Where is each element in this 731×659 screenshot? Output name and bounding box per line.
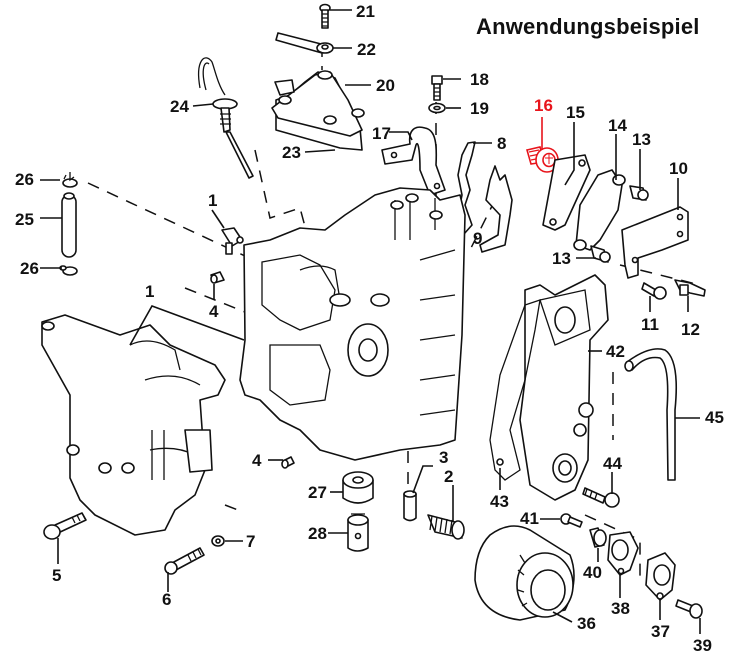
crankcase-main[interactable] [239,187,466,461]
part-17-bracket[interactable] [381,126,446,196]
callout-23[interactable]: 23 [282,143,301,162]
callout-26-bottom[interactable]: 26 [20,259,39,278]
part-27-collar[interactable] [342,471,374,504]
callout-4-upper[interactable]: 4 [209,302,219,321]
callout-1-upper[interactable]: 1 [208,191,217,210]
page-title: Anwendungsbeispiel [476,14,700,39]
part-43-gasket[interactable] [489,299,541,481]
part-20-cover[interactable] [271,70,365,151]
part-7-washer[interactable] [211,535,225,547]
part-24-dipstick[interactable] [198,57,254,179]
callout-41[interactable]: 41 [520,509,539,528]
part-4-dowel-upper[interactable] [210,271,225,284]
part-19-washer[interactable] [428,102,446,114]
callout-37[interactable]: 37 [651,622,670,641]
part-21-screw[interactable] [319,3,331,29]
callout-21[interactable]: 21 [356,2,375,21]
part-26-clip-bottom[interactable] [59,265,78,276]
callout-36[interactable]: 36 [577,614,596,633]
callout-2[interactable]: 2 [444,467,453,486]
callout-10[interactable]: 10 [669,159,688,178]
part-22-washer-bar[interactable] [275,32,334,54]
callout-8[interactable]: 8 [497,134,506,153]
part-14-mount[interactable] [573,169,626,251]
callout-39[interactable]: 39 [693,636,712,655]
callout-42[interactable]: 42 [606,342,625,361]
callout-22[interactable]: 22 [357,40,376,59]
part-39-bolt[interactable] [675,599,703,619]
callout-43[interactable]: 43 [490,492,509,511]
callout-26-top[interactable]: 26 [15,170,34,189]
callout-18[interactable]: 18 [470,70,489,89]
callout-17[interactable]: 17 [372,124,391,143]
callout-27[interactable]: 27 [308,483,327,502]
callout-3[interactable]: 3 [439,448,448,467]
callout-13-bottom[interactable]: 13 [552,249,571,268]
callout-40[interactable]: 40 [583,563,602,582]
callout-15[interactable]: 15 [566,103,585,122]
part-38-plate[interactable] [607,531,639,576]
part-40-spacer[interactable] [589,527,607,548]
part-36-oil-filter[interactable] [474,525,575,621]
callout-24[interactable]: 24 [170,97,189,116]
callout-labels: 21 22 20 18 19 24 17 23 16 15 14 13 8 10… [15,2,724,655]
part-44-bolt[interactable] [582,487,620,508]
callout-4-lower[interactable]: 4 [252,451,262,470]
part-12-connector[interactable] [674,279,706,297]
callout-19[interactable]: 19 [470,99,489,118]
part-13-bushing-bottom[interactable] [590,245,611,263]
part-9-clip[interactable] [479,165,513,253]
crankcase-left-half[interactable] [41,314,226,536]
callout-20[interactable]: 20 [376,76,395,95]
part-37-flange[interactable] [645,552,676,601]
part-45-hose[interactable] [624,348,678,481]
part-3-valve[interactable] [403,490,417,522]
part-6-bolt[interactable] [164,547,205,575]
callout-44[interactable]: 44 [603,454,622,473]
callout-45[interactable]: 45 [705,408,724,427]
callout-9[interactable]: 9 [473,229,482,248]
part-13-bushing-top[interactable] [629,185,649,201]
callout-28[interactable]: 28 [308,524,327,543]
part-4-dowel-lower[interactable] [281,456,295,469]
leader-lines [40,9,701,634]
part-18-bolt[interactable] [431,75,443,101]
callout-7[interactable]: 7 [246,532,255,551]
part-5-bolt[interactable] [43,512,87,540]
part-15-plate[interactable] [542,154,591,231]
part-28-fitting[interactable] [347,513,369,552]
callout-14[interactable]: 14 [608,116,627,135]
callout-5[interactable]: 5 [52,566,61,585]
callout-25[interactable]: 25 [15,210,34,229]
callout-11[interactable]: 11 [641,315,659,334]
part-41-bolt[interactable] [560,513,583,528]
callout-38[interactable]: 38 [611,599,630,618]
part-10-bracket[interactable] [621,206,689,279]
part-25-pin[interactable] [61,192,77,258]
part-11-bolt[interactable] [641,282,667,300]
callout-16-highlighted[interactable]: 16 [534,96,553,115]
part-42-cover[interactable] [519,274,609,501]
part-2-spring[interactable] [427,514,465,540]
callout-12[interactable]: 12 [681,320,700,339]
part-1-fitting[interactable] [221,227,244,255]
callout-6[interactable]: 6 [162,590,171,609]
part-26-clip-top[interactable] [62,172,78,188]
callout-13-top[interactable]: 13 [632,130,651,149]
callout-1-lower[interactable]: 1 [145,282,154,301]
